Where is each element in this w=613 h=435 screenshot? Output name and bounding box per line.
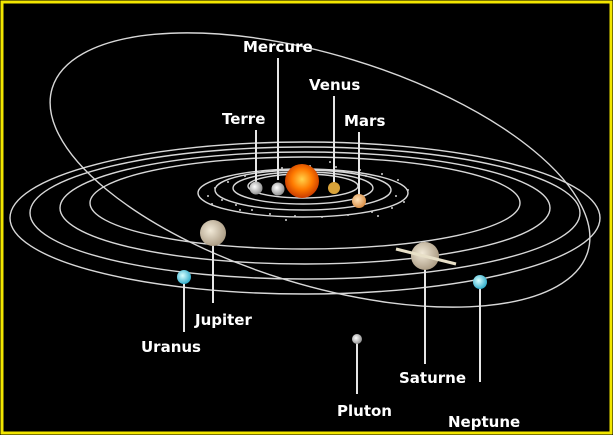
label-terre: Terre bbox=[222, 110, 265, 128]
planet-pluton bbox=[352, 334, 362, 344]
orbit-saturne bbox=[59, 151, 551, 265]
orbit-jupiter bbox=[89, 156, 521, 250]
label-mars: Mars bbox=[344, 112, 385, 130]
label-jupiter: Jupiter bbox=[194, 311, 252, 329]
planet-labels: Mercure Venus Terre Mars Jupiter Saturne… bbox=[141, 38, 520, 431]
sun bbox=[285, 164, 319, 198]
label-saturne: Saturne bbox=[399, 369, 466, 387]
orbit-pluton bbox=[49, 32, 591, 308]
label-pluton: Pluton bbox=[337, 402, 392, 420]
planet-uranus bbox=[177, 270, 191, 284]
planet-terre bbox=[249, 181, 263, 195]
orbit-group bbox=[9, 32, 601, 308]
label-stems bbox=[183, 58, 481, 394]
planet-venus bbox=[328, 182, 340, 194]
label-uranus: Uranus bbox=[141, 338, 201, 356]
orbit-uranus bbox=[29, 146, 581, 280]
planet-saturne bbox=[395, 242, 457, 270]
label-venus: Venus bbox=[309, 76, 360, 94]
planet-mercure bbox=[271, 182, 285, 196]
label-neptune: Neptune bbox=[448, 413, 520, 431]
label-mercure: Mercure bbox=[243, 38, 313, 56]
planet-jupiter bbox=[200, 220, 226, 246]
planets bbox=[177, 181, 487, 344]
orbit-neptune bbox=[9, 141, 601, 295]
planet-neptune bbox=[473, 275, 487, 289]
planet-mars bbox=[352, 194, 366, 208]
